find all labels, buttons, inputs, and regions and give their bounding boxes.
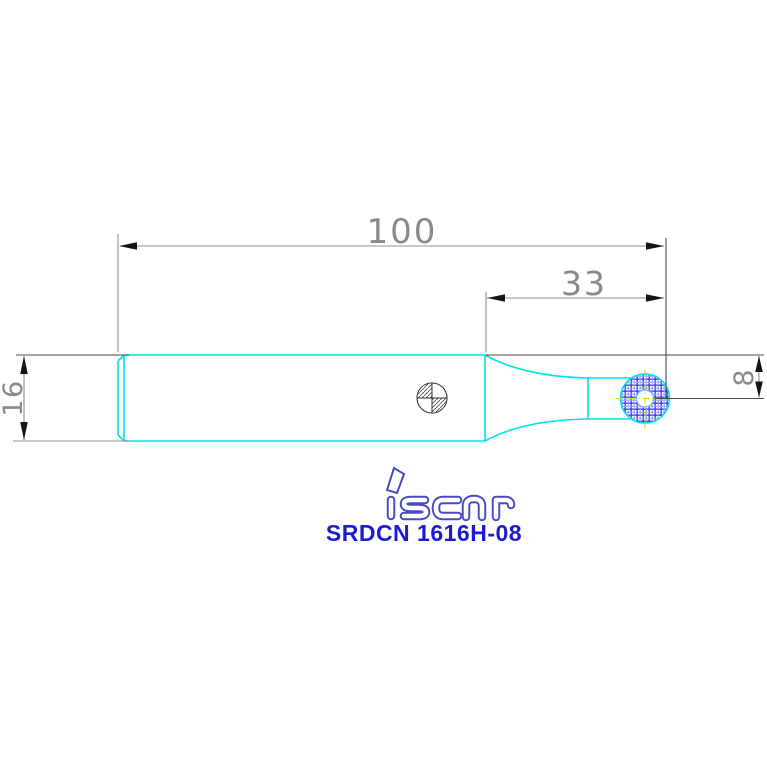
arrow-down-icon bbox=[755, 381, 763, 398]
dim-label-8: 8 bbox=[729, 369, 760, 386]
extension-lines bbox=[13, 234, 764, 442]
iscar-logo bbox=[385, 466, 516, 522]
round-insert bbox=[616, 370, 675, 428]
neck-taper-bottom bbox=[484, 418, 589, 442]
dim-label-100: 100 bbox=[367, 212, 438, 252]
shank-left-face bbox=[117, 354, 125, 442]
dim-label-16: 16 bbox=[0, 379, 29, 416]
dimension-overall-length: 100 bbox=[119, 212, 664, 252]
part-number-label: SRDCN 1616H-08 bbox=[326, 520, 522, 546]
arrow-up-icon bbox=[20, 356, 28, 374]
tool-body-outline bbox=[117, 354, 631, 442]
arrow-down-icon bbox=[20, 422, 28, 440]
dimension-tip-height: 8 bbox=[729, 356, 763, 398]
logo-letters bbox=[386, 494, 516, 522]
arrow-left-icon bbox=[487, 294, 505, 302]
arrow-right-icon bbox=[646, 242, 664, 250]
logo-leaf-icon bbox=[385, 466, 406, 495]
dimension-head-length: 33 bbox=[487, 264, 664, 303]
arrow-right-icon bbox=[646, 294, 664, 302]
arrow-up-icon bbox=[755, 356, 763, 372]
dim-label-33: 33 bbox=[561, 264, 607, 303]
dimension-shank-height: 16 bbox=[0, 356, 29, 440]
neck-taper-top bbox=[484, 354, 589, 379]
center-of-gravity-icon bbox=[416, 382, 448, 414]
insert-centerline-cross bbox=[616, 370, 675, 428]
arrow-left-icon bbox=[119, 242, 137, 250]
